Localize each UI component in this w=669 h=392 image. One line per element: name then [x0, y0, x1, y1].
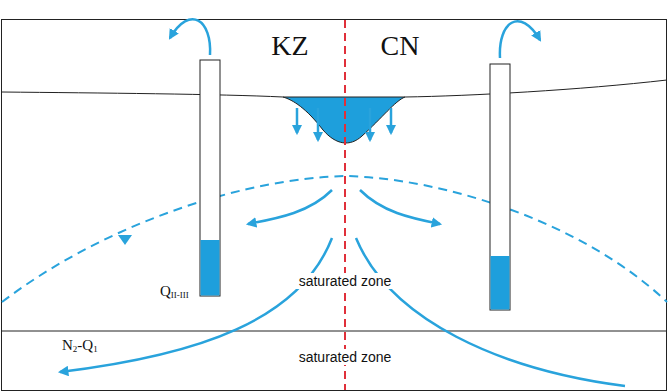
water-table: [2, 176, 667, 302]
flow-line: [356, 238, 625, 386]
pumping-arrow: [500, 21, 540, 58]
well-water: [201, 240, 220, 296]
layer-boundary: [2, 331, 667, 332]
layer-label: N: [62, 338, 73, 353]
layer-subscript: 1: [93, 345, 98, 354]
border-line: [344, 20, 346, 390]
country-label: KZ: [271, 32, 308, 60]
zone-label: saturated zone: [296, 273, 395, 289]
flow-arrow: [248, 190, 332, 224]
infiltration-arrow: [296, 108, 299, 133]
country-label: CN: [381, 32, 420, 60]
frame: [2, 20, 667, 391]
layer-subscript: 2: [73, 345, 78, 354]
ground-surface: [2, 92, 283, 97]
layer-subscript: II-III: [171, 291, 189, 300]
pumping-arrows: [170, 19, 540, 58]
zone-label: saturated zone: [296, 349, 395, 365]
water-table-symbol: [118, 235, 132, 245]
infiltration-arrow: [390, 108, 393, 133]
infiltration-arrow: [369, 108, 372, 140]
well-water: [491, 256, 510, 310]
well: [490, 64, 510, 310]
ground-surface: [405, 80, 667, 97]
flow-arrow: [60, 238, 332, 372]
layer-label: Q: [160, 284, 171, 299]
well: [200, 60, 220, 296]
flow-arrows: [60, 190, 625, 386]
infiltration-arrows: [297, 108, 391, 140]
layer-label: -Q: [77, 338, 93, 353]
flow-arrow: [360, 190, 440, 224]
pumping-arrow: [170, 19, 210, 55]
infiltration-arrow: [317, 108, 320, 140]
